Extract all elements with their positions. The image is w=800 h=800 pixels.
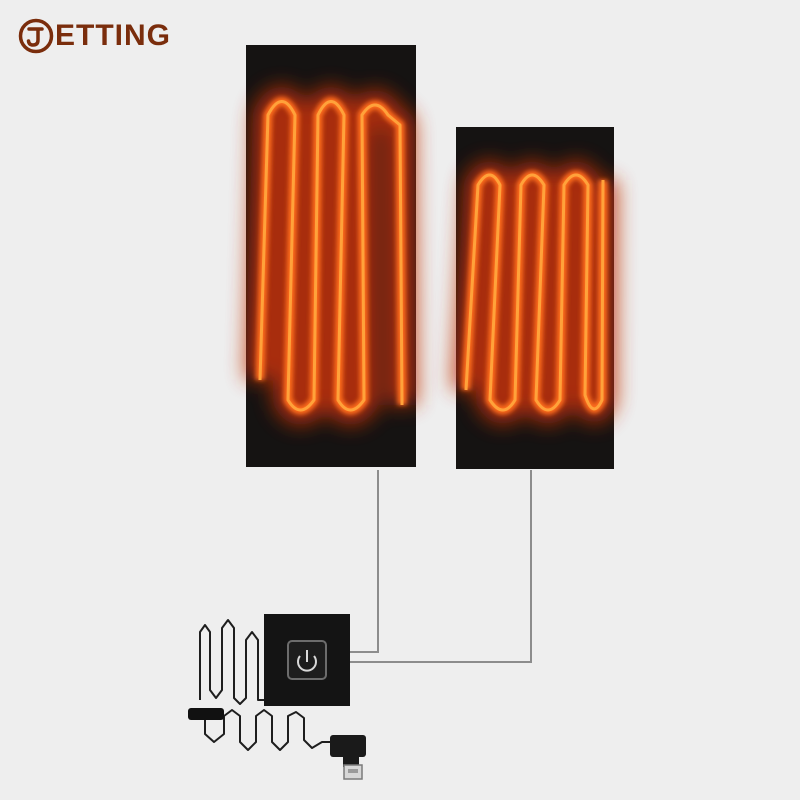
cable-clip: [188, 708, 224, 720]
j-circle-logo-icon: [18, 18, 54, 54]
pad-wires: [350, 470, 532, 663]
usb-cable: [199, 619, 330, 751]
heating-pad-left: [245, 45, 417, 467]
brand-name: ETTING: [55, 19, 171, 52]
heating-element-left: [258, 100, 404, 412]
controller-box: [264, 614, 350, 706]
brand-logo: ETTING: [18, 18, 171, 54]
heating-element-right: [464, 173, 605, 412]
heating-pad-right: [452, 127, 617, 469]
usb-plug: [330, 735, 366, 780]
power-icon: [297, 650, 317, 672]
